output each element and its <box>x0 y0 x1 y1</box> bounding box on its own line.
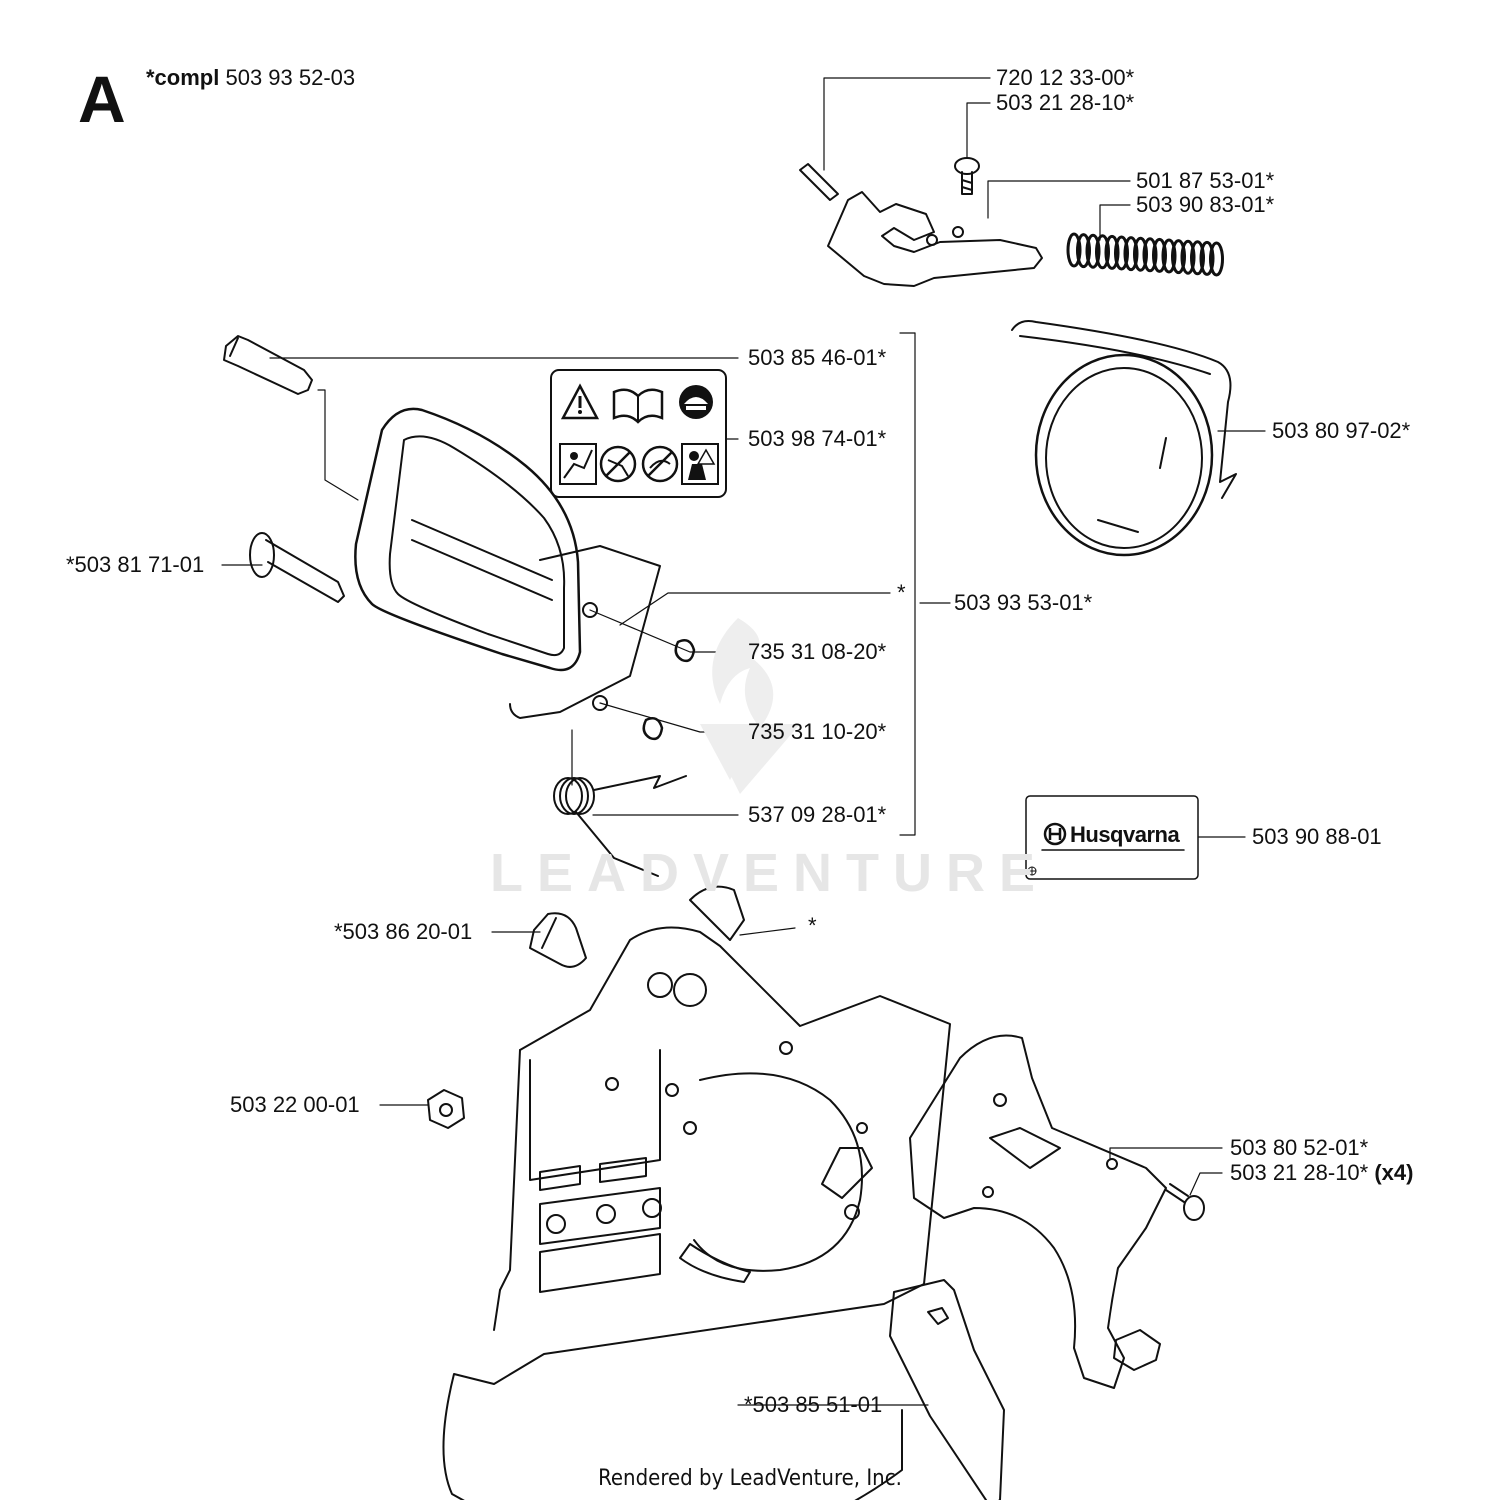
compl-prefix: *compl <box>146 65 220 90</box>
brake-lever-part <box>827 191 1043 287</box>
chain-guide-plate-part <box>889 1279 1005 1500</box>
husqvarna-decal <box>1025 795 1199 880</box>
spring-coil <box>1076 233 1091 269</box>
part-label: 503 90 88-01 <box>1252 824 1382 849</box>
screw-bottom-part <box>1165 1183 1205 1221</box>
part-label: 720 12 33-00* <box>996 65 1135 90</box>
manual-icon <box>612 388 664 424</box>
pivot-pin-part <box>223 335 313 395</box>
warning-icon <box>560 383 600 420</box>
compl-number: 503 93 52-03 <box>225 65 356 90</box>
part-label: 503 93 53-01* <box>954 590 1093 615</box>
part-label-with-qty: 503 21 28-10* (x4) <box>1230 1161 1413 1185</box>
clutch-cover-part <box>442 885 951 1500</box>
part-label: 501 87 53-01* <box>1136 168 1275 193</box>
spring-coil <box>1114 235 1129 271</box>
no-one-hand-icon <box>599 445 637 483</box>
spring-coil <box>1095 234 1110 270</box>
flange-nut-part <box>427 1089 465 1129</box>
washer-pin-part <box>249 532 345 603</box>
section-letter: A <box>78 62 126 136</box>
circlip-lower-part <box>642 717 664 741</box>
two-hand-icon <box>681 443 719 485</box>
coil-spring-part <box>1066 232 1224 277</box>
part-label: * <box>897 580 906 605</box>
spring-coil <box>1190 240 1205 276</box>
part-label: 503 98 74-01* <box>748 426 887 451</box>
spring-coil <box>1199 240 1215 276</box>
quantity: (x4) <box>1374 1160 1414 1185</box>
part-label: 537 09 28-01* <box>748 802 887 827</box>
spring-coil <box>1066 232 1082 268</box>
helmet-icon <box>679 385 713 419</box>
spring-coil <box>1133 236 1148 272</box>
part-label: 503 21 28-10* <box>996 90 1135 115</box>
inner-cover-part <box>909 1034 1167 1389</box>
spring-coil <box>1085 233 1101 269</box>
chain-brake-handle-part <box>354 407 661 719</box>
spring-coil <box>1104 234 1120 270</box>
spring-coil <box>1152 237 1167 273</box>
spring-coil <box>1123 236 1139 272</box>
part-label: 503 90 83-01* <box>1136 192 1275 217</box>
spring-coil <box>1209 241 1224 277</box>
decal-brand-text: Husqvarna <box>1070 822 1180 847</box>
chainsaw-logo-icon <box>1043 822 1067 846</box>
part-label: 503 80 52-01* <box>1230 1135 1369 1160</box>
complete-assembly-number: *compl 503 93 52-03 <box>146 66 355 90</box>
part-label: 503 22 00-01 <box>230 1092 360 1117</box>
torsion-spring-part <box>553 775 687 877</box>
part-label: *503 86 20-01 <box>334 919 473 944</box>
bushing-part <box>529 912 587 968</box>
screw-top-part <box>954 157 980 195</box>
part-label: * <box>808 913 817 938</box>
part-label: 503 85 46-01* <box>748 345 887 370</box>
watermark-text: LEADVENTURE <box>490 843 1050 903</box>
footer-credit: Rendered by LeadVenture, Inc. <box>598 1466 902 1491</box>
spring-coil <box>1161 238 1177 274</box>
pin-part <box>799 163 839 201</box>
part-label: *503 85 51-01 <box>744 1392 883 1417</box>
part-number: 503 21 28-10* <box>1230 1160 1369 1185</box>
kickback-icon <box>559 443 597 485</box>
part-label: *503 81 71-01 <box>66 552 205 577</box>
part-label: 735 31 10-20* <box>748 719 887 744</box>
spring-coil <box>1171 239 1186 275</box>
part-label: 735 31 08-20* <box>748 639 887 664</box>
part-label: 503 80 97-02* <box>1272 418 1411 443</box>
no-tip-icon <box>641 445 679 483</box>
circlip-upper-part <box>674 639 696 663</box>
safety-decal <box>550 369 727 498</box>
spring-coil <box>1180 239 1196 275</box>
watermark-logo <box>700 618 800 794</box>
brake-band-part <box>1011 320 1237 557</box>
spring-coil <box>1142 237 1158 273</box>
